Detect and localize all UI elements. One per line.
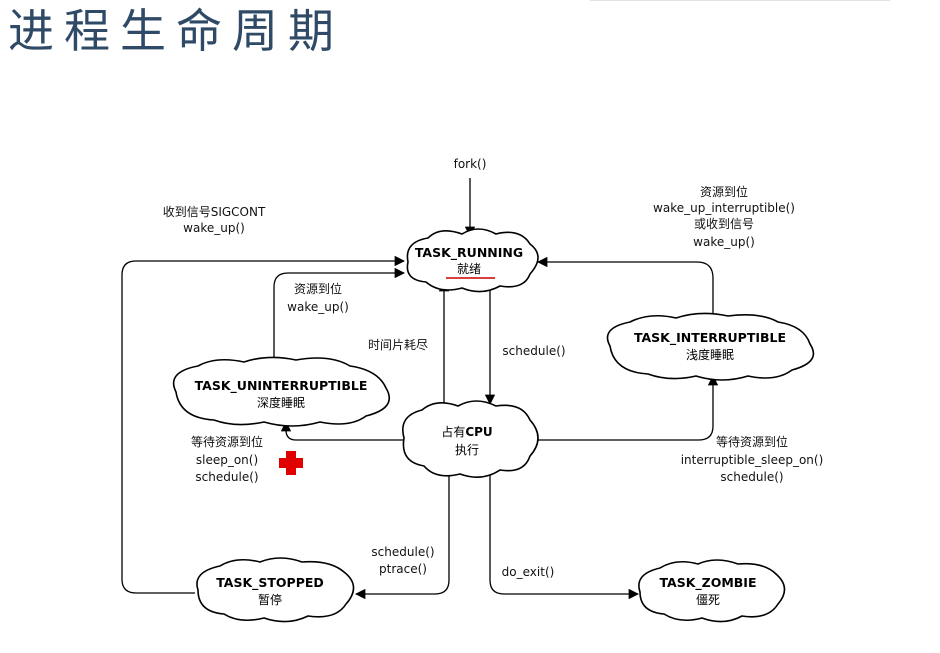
label-sleep-on-3: schedule() [195,470,258,484]
label-exit: do_exit() [502,565,555,579]
state-uninterruptible-desc: 深度睡眠 [257,395,305,410]
edge-interruptible-wakeup [536,256,714,318]
label-intr-wake-2: wake_up_interruptible() [653,201,795,215]
edge-interruptible-sleep [528,374,719,441]
state-uninterruptible-name: TASK_UNINTERRUPTIBLE [195,378,368,394]
label-intr-sleep-2: interruptible_sleep_on() [681,453,824,467]
state-zombie-desc: 僵死 [696,593,720,607]
state-stopped-desc: 暂停 [258,592,282,607]
state-running-name: TASK_RUNNING [415,245,523,261]
edge-stop [354,474,450,600]
state-uninterruptible-cloud [172,356,391,427]
state-interruptible-name: TASK_INTERRUPTIBLE [634,330,786,346]
state-cpu-cloud [402,400,539,478]
label-sleep-on-1: 等待资源到位 [191,434,263,449]
label-intr-wake-3: 或收到信号 [694,217,754,231]
label-intr-sleep-1: 等待资源到位 [716,434,788,449]
state-stopped-cloud [196,557,355,623]
top-divider [590,0,890,1]
state-interruptible-cloud [606,312,815,381]
label-sigcont-1: 收到信号SIGCONT [163,205,266,219]
state-cpu-name: 占有CPU [441,424,492,439]
state-cpu-prefix: 占有 [441,424,465,439]
label-intr-wake-4: wake_up() [693,235,755,249]
label-fork: fork() [454,157,487,171]
edge-sigcont [121,255,406,594]
state-running-cloud [406,228,539,293]
state-running-desc: 就绪 [457,262,481,276]
label-stop-2: ptrace() [379,562,427,576]
state-cpu-desc: 执行 [455,443,479,457]
label-intr-wake-1: 资源到位 [700,184,748,199]
page-title: 进程生命周期 [8,4,344,58]
label-sleep-on-2: sleep_on() [196,453,258,467]
label-intr-sleep-3: schedule() [720,470,783,484]
state-stopped-name: TASK_STOPPED [216,575,324,591]
edge-exit [489,474,640,600]
label-schedule: schedule() [502,344,565,358]
label-timeslice: 时间片耗尽 [368,338,428,352]
edge-uninterruptible-wakeup [273,267,406,362]
label-unintr-wake-2: wake_up() [287,300,349,314]
state-zombie-cloud [638,559,786,623]
label-sigcont-2: wake_up() [183,221,245,235]
edge-sleep-on [280,420,404,441]
label-unintr-wake-1: 资源到位 [294,281,342,296]
label-stop-1: schedule() [371,545,434,559]
state-cpu-label: CPU [465,425,492,439]
state-zombie-name: TASK_ZOMBIE [659,575,756,591]
state-interruptible-desc: 浅度睡眠 [686,347,734,362]
plus-marker-icon [279,451,303,475]
